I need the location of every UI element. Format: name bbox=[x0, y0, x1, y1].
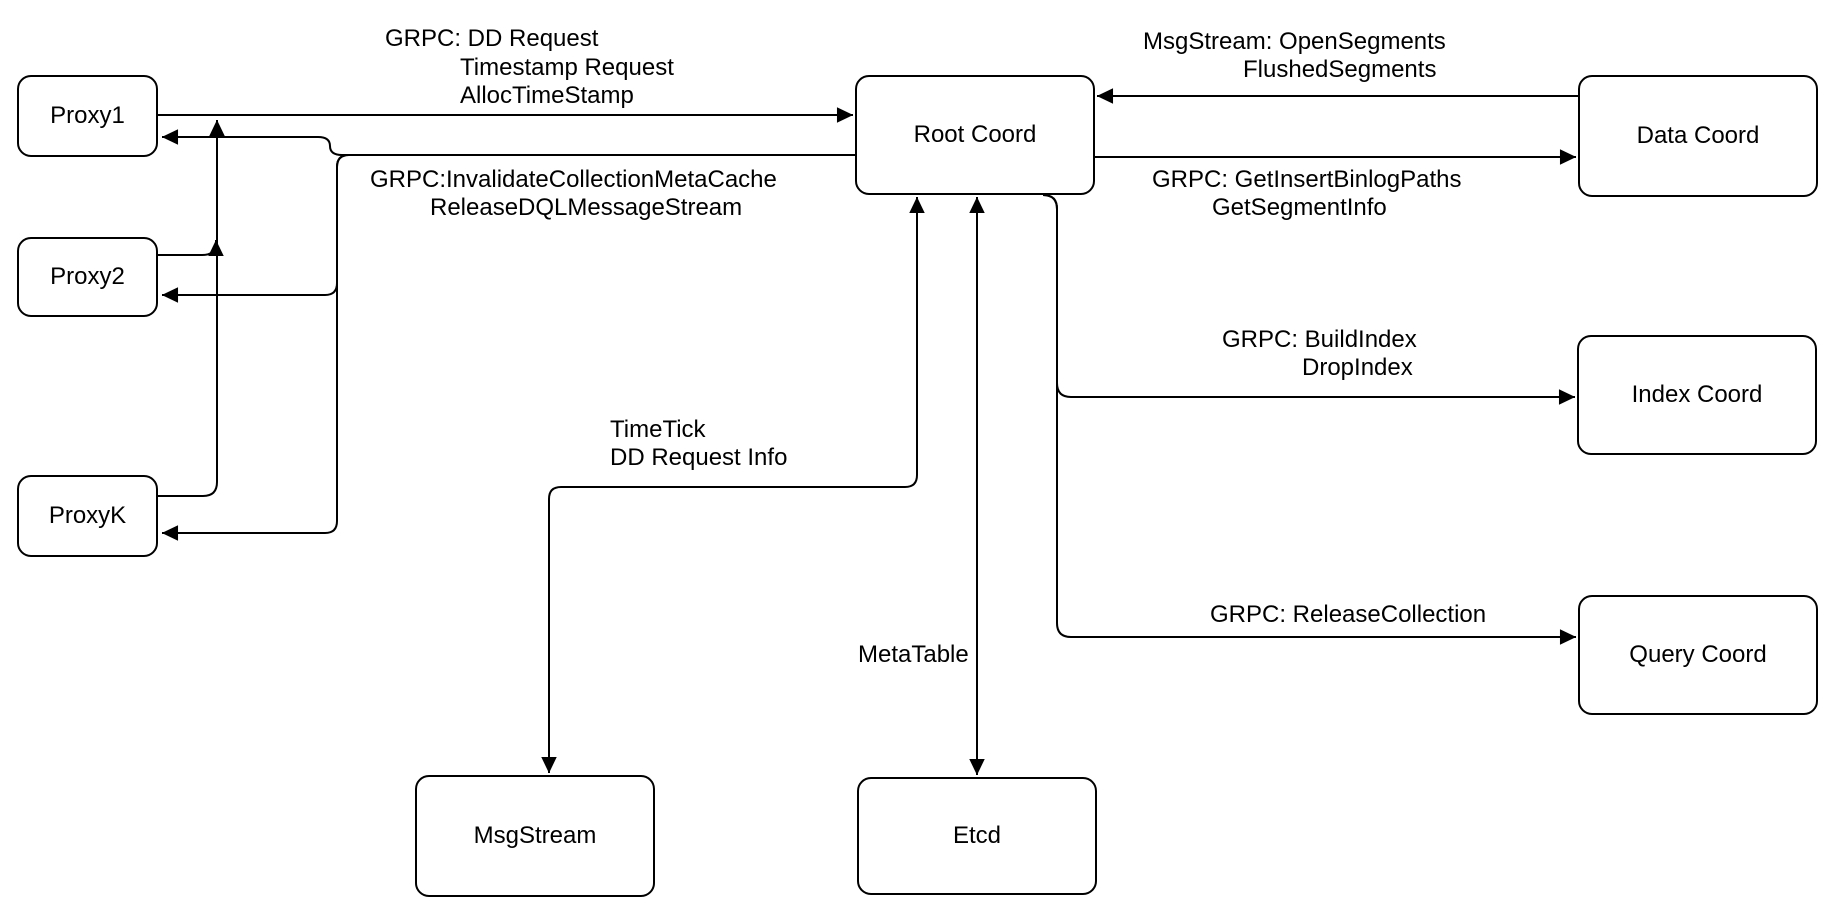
edge-label-dd-request-info: DD Request Info bbox=[610, 444, 788, 471]
edge-label-flushedsegments: FlushedSegments bbox=[1243, 56, 1437, 83]
node-proxy1: Proxy1 bbox=[17, 75, 158, 157]
edge-label-msgstream-opensegments: MsgStream: OpenSegments bbox=[1143, 28, 1446, 55]
edge-rootcoord-to-querycoord bbox=[1042, 194, 1577, 645]
node-root-coord-label: Root Coord bbox=[913, 121, 1037, 148]
node-proxy1-label: Proxy1 bbox=[50, 102, 125, 129]
edge-label-timestamp-request: Timestamp Request bbox=[460, 54, 674, 81]
node-index-coord-label: Index Coord bbox=[1631, 381, 1763, 408]
edge-label-getsegmentinfo: GetSegmentInfo bbox=[1212, 194, 1387, 221]
edge-label-release-dql-messagestream: ReleaseDQLMessageStream bbox=[430, 194, 743, 221]
edge-rootcoord-to-proxy1 bbox=[161, 129, 855, 156]
node-etcd: Etcd bbox=[857, 777, 1097, 895]
node-proxy2: Proxy2 bbox=[17, 237, 158, 317]
edge-label-grpc-dd-request: GRPC: DD Request bbox=[385, 25, 599, 52]
node-query-coord-label: Query Coord bbox=[1629, 641, 1767, 668]
node-proxyk: ProxyK bbox=[17, 475, 158, 557]
node-proxyk-label: ProxyK bbox=[48, 502, 127, 529]
edge-label-getinsertbinlogpaths: GRPC: GetInsertBinlogPaths bbox=[1152, 166, 1462, 193]
node-index-coord: Index Coord bbox=[1577, 335, 1817, 455]
node-msgstream-label: MsgStream bbox=[473, 822, 597, 849]
node-msgstream: MsgStream bbox=[415, 775, 655, 897]
node-data-coord: Data Coord bbox=[1578, 75, 1818, 197]
edge-label-metatable: MetaTable bbox=[858, 641, 969, 668]
edge-label-releasecollection: GRPC: ReleaseCollection bbox=[1210, 601, 1487, 628]
edge-proxy2-join-request-line bbox=[158, 239, 224, 257]
edge-rootcoord-msgstream bbox=[541, 196, 925, 774]
node-data-coord-label: Data Coord bbox=[1636, 122, 1760, 149]
edge-label-timetick: TimeTick bbox=[610, 416, 706, 443]
edge-label-buildindex: GRPC: BuildIndex bbox=[1222, 326, 1417, 353]
edge-proxyk-join-request-line bbox=[158, 119, 225, 497]
edge-label-dropindex: DropIndex bbox=[1302, 354, 1413, 381]
edge-label-invalidate-collection-metacache: GRPC:InvalidateCollectionMetaCache bbox=[370, 166, 777, 193]
node-etcd-label: Etcd bbox=[952, 822, 1002, 849]
node-root-coord: Root Coord bbox=[855, 75, 1095, 195]
node-query-coord: Query Coord bbox=[1578, 595, 1818, 715]
edge-rootcoord-to-proxyk bbox=[161, 154, 855, 541]
edge-label-alloctimestamp: AllocTimeStamp bbox=[460, 82, 634, 109]
node-proxy2-label: Proxy2 bbox=[50, 263, 125, 290]
